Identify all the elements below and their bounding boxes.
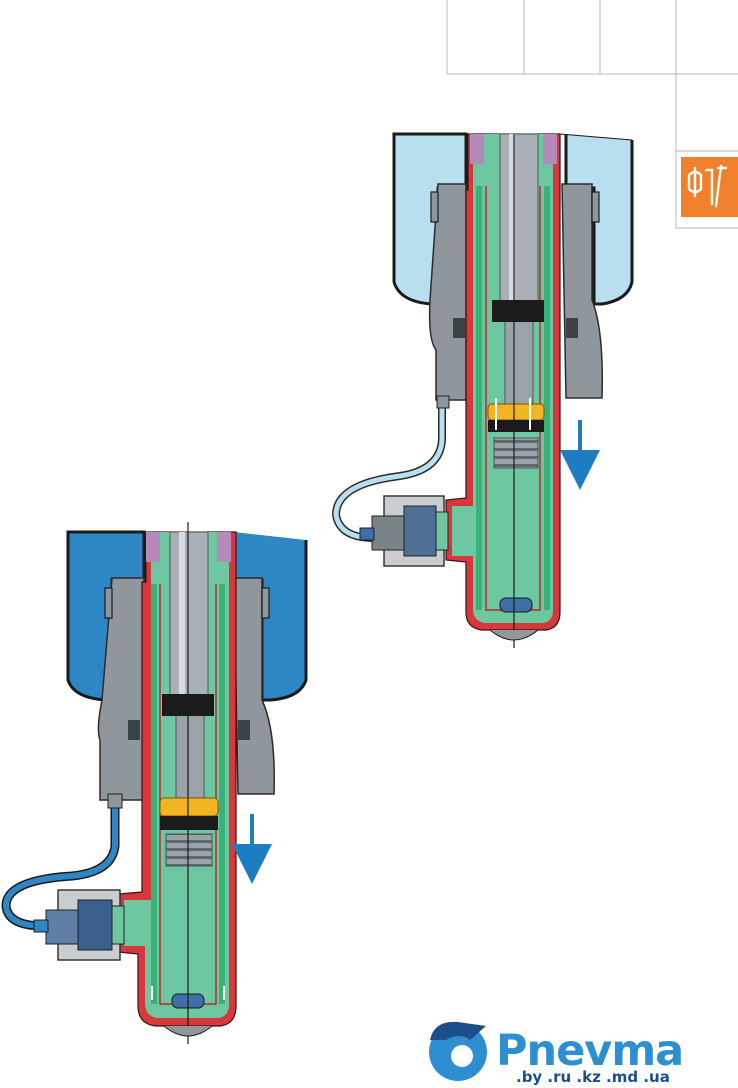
- page-grid: [446, 0, 738, 229]
- upper-shock-absorber: [331, 132, 634, 648]
- lower-control-valve: [33, 889, 125, 961]
- upper-piston-rod: [499, 133, 539, 305]
- logo-domains: .by .ru .kz .md .ua: [516, 1068, 670, 1086]
- upper-housing-left: [428, 183, 467, 401]
- upper-housing-right: [561, 183, 604, 399]
- lower-piston: [159, 797, 219, 817]
- shock-absorber-tool-icon: [681, 157, 738, 217]
- logo-wordmark: Pnevma: [496, 1026, 684, 1076]
- upper-control-valve: [359, 495, 449, 567]
- lower-shock-absorber: [1, 522, 308, 1044]
- lower-piston-rod: [169, 531, 209, 699]
- pnevma-logo-icon: [429, 1021, 487, 1081]
